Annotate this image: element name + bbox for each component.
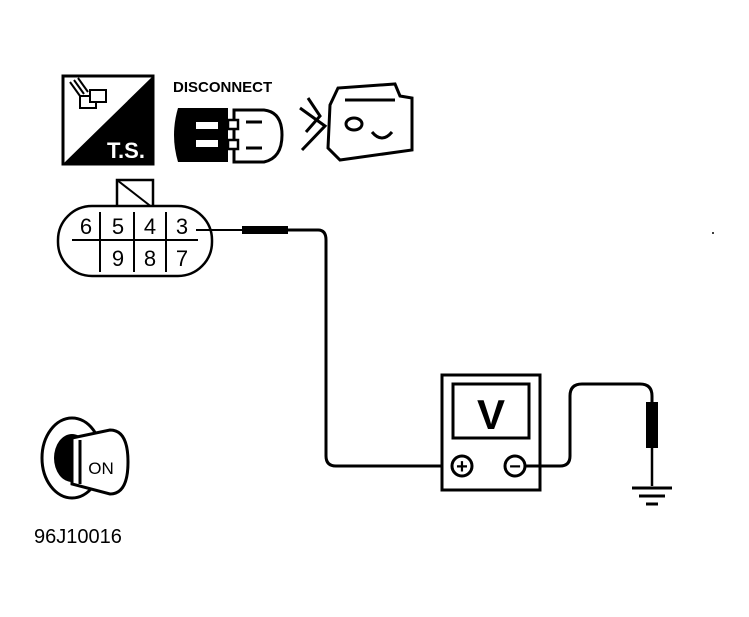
figure-id: 96J10016 [34,526,122,548]
component-icon [69,77,107,109]
negative-terminal-symbol: − [509,456,521,478]
pin-6: 6 [80,214,92,239]
pin-5: 5 [112,214,124,239]
disconnect-connector-icon [174,108,284,164]
voltmeter: V + − [440,373,542,492]
positive-probe-lead [196,226,462,468]
disconnect-label: DISCONNECT [173,79,272,96]
negative-probe-lead [525,382,658,486]
ignition-key-icon: ON [40,416,130,500]
pin-4: 4 [144,214,156,239]
ignition-on-label: ON [88,459,114,478]
ts-badge-label: T.S. [107,138,145,163]
pin-8: 8 [144,246,156,271]
positive-terminal-symbol: + [456,456,468,478]
negative-terminal: − [503,454,527,478]
harness-connector: 6 5 4 3 9 8 7 [56,178,214,278]
pin-3: 3 [176,214,188,239]
pin-7: 7 [176,246,188,271]
ground-icon [632,486,672,506]
voltmeter-display: V [477,391,505,438]
stray-mark [712,232,714,234]
engine-icon [299,82,414,162]
ts-badge: T.S. [61,74,155,166]
positive-terminal: + [450,454,474,478]
pin-9: 9 [112,246,124,271]
